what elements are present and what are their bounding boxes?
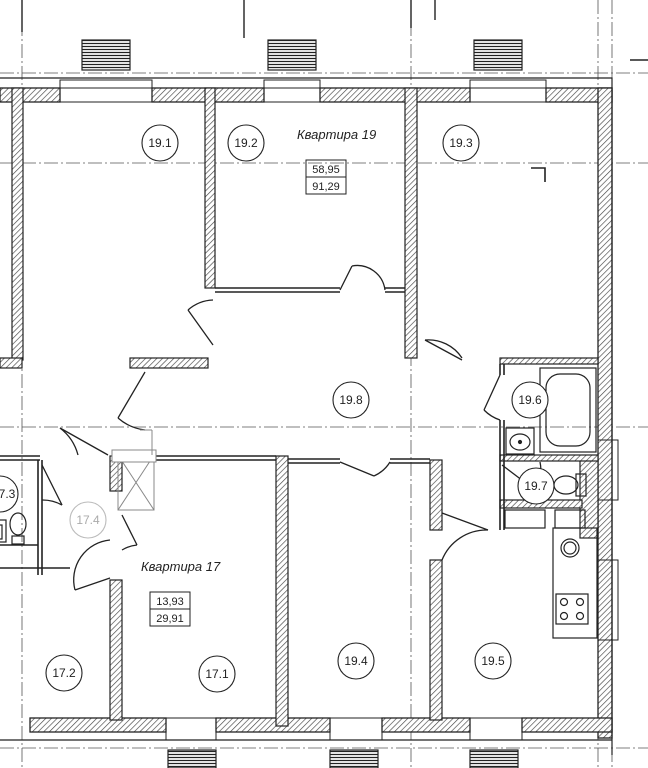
- room-label-19-2: 19.2: [234, 136, 258, 150]
- stove-icon: [555, 593, 589, 625]
- vent-shaft: [111, 429, 157, 511]
- apartment-17-living-area: 13,93: [156, 596, 184, 608]
- doors: [41, 264, 542, 591]
- radiator-icon: [81, 39, 523, 768]
- apartment-17-area-box: [149, 591, 191, 627]
- sink-icon: [505, 427, 535, 455]
- apartment-19-title: Квартира 19: [297, 127, 376, 142]
- room-label-19-1: 19.1: [148, 136, 172, 150]
- apartment-17-total-area: 29,91: [156, 613, 184, 625]
- room-label-19-7: 19.7: [524, 479, 548, 493]
- apartment-19-living-area: 58,95: [312, 164, 340, 176]
- room-markers: [0, 124, 555, 693]
- bathtub-icon: [539, 367, 597, 453]
- room-label-17-3: 7.3: [0, 487, 16, 501]
- thin-partitions: [0, 287, 505, 575]
- room-label-17-2: 17.2: [52, 666, 76, 680]
- room-label-17-1: 17.1: [205, 667, 229, 681]
- room-label-19-4: 19.4: [344, 654, 368, 668]
- room-label-19-3: 19.3: [449, 136, 473, 150]
- windows: [59, 79, 619, 741]
- grid-ticks: [21, 0, 648, 61]
- kitchen-counter: [504, 509, 598, 639]
- sink-icon: [0, 524, 3, 540]
- apartment-17-title: Квартира 17: [141, 559, 221, 574]
- interior-walls: [0, 87, 599, 727]
- room-label-19-8: 19.8: [339, 393, 363, 407]
- apartment-19-total-area: 91,29: [312, 181, 340, 193]
- room-label-19-6: 19.6: [518, 393, 542, 407]
- toilet-icon: [0, 512, 27, 545]
- room-label-19-5: 19.5: [481, 654, 505, 668]
- room-label-17-4: 17.4: [76, 513, 100, 527]
- apartment-19-area-box: [305, 159, 347, 195]
